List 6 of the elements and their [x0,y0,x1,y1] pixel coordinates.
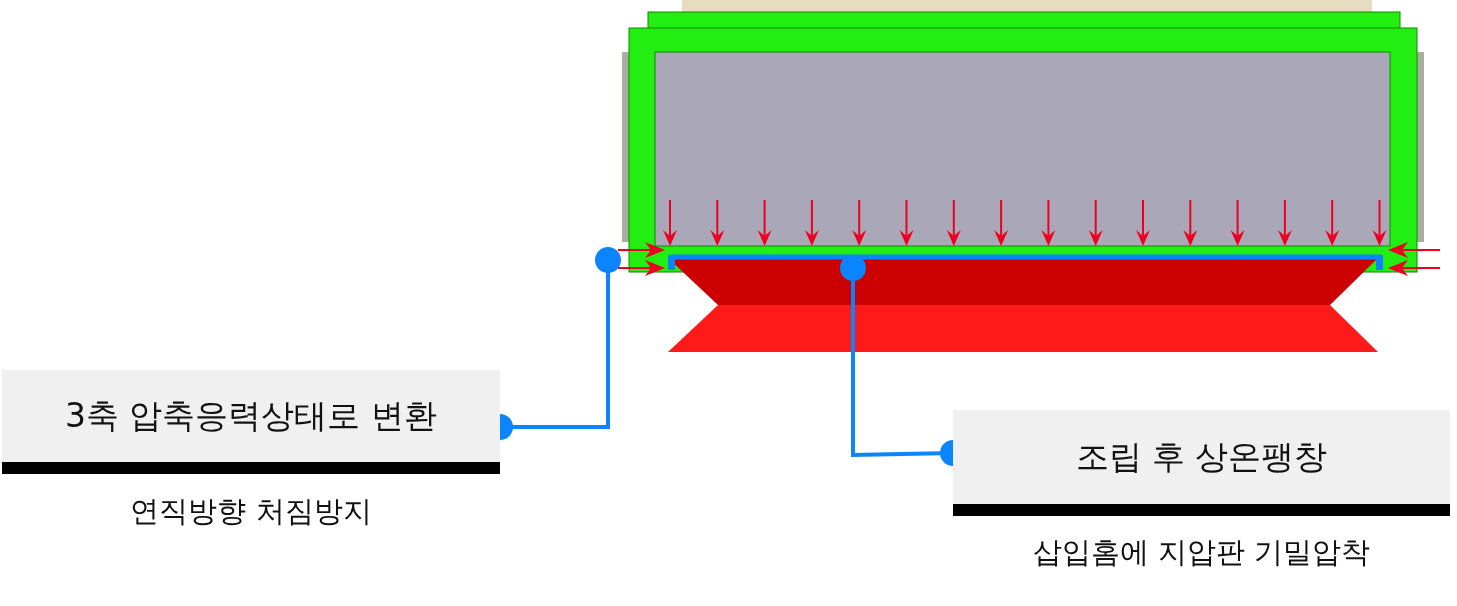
note-text: 삽입홈에 지압판 기밀압착 [1031,534,1372,571]
label-box [953,410,1450,516]
note-text: 연직방향 처짐방지 [129,493,373,530]
label-box [2,370,500,474]
callout-label: 조립 후 상온팽창 [1075,435,1328,478]
callout-label: 3축 압축응력상태로 변환 [65,394,437,437]
